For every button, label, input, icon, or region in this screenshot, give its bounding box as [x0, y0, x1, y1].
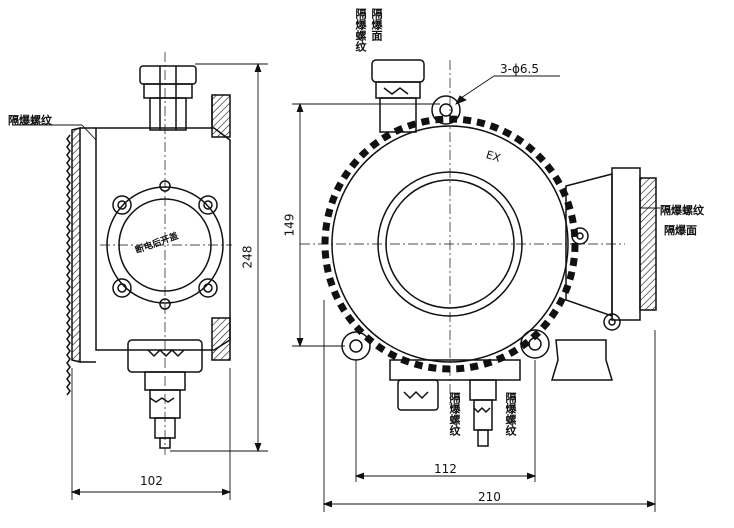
left-top-gland-body	[149, 97, 187, 131]
right-bottom-entry	[550, 339, 614, 381]
left-fin-hatch	[71, 127, 81, 363]
left-centerlines	[100, 52, 232, 455]
left-bolt-br	[198, 278, 218, 298]
top-face-label: 隔爆面	[370, 8, 383, 41]
left-bolt-tr	[198, 195, 218, 215]
right-top-gland-cap	[371, 59, 425, 83]
dim-left-height: 248	[240, 245, 255, 269]
left-dimensions	[70, 62, 268, 500]
left-thread-label: 隔爆螺纹	[8, 114, 52, 127]
right-boss-top	[431, 95, 461, 125]
left-top-gland-nut	[143, 83, 193, 99]
dim-right-height: 149	[282, 213, 297, 237]
left-top-flange-hatch	[211, 94, 231, 138]
left-serration	[66, 134, 71, 396]
right-thread-label: 隔爆螺纹	[660, 204, 704, 217]
left-top-gland-cap	[139, 65, 197, 85]
holes-callout: 3-ϕ6.5	[500, 62, 539, 76]
dim-right-inner-width: 112	[434, 462, 457, 476]
right-face-label: 隔爆面	[664, 224, 697, 237]
left-side-view	[66, 65, 231, 449]
right-side-flange	[611, 167, 641, 321]
right-bottom-gland-left	[397, 379, 439, 411]
left-bolt-tl	[112, 195, 132, 215]
right-centerlines	[300, 60, 625, 405]
bottom-thread-label-2: 隔爆螺纹	[504, 392, 517, 436]
right-dimensions	[12, 75, 660, 512]
bottom-thread-label-1: 隔爆螺纹	[448, 392, 461, 436]
right-boss-bl	[341, 331, 371, 361]
right-bottom-gland-right	[469, 379, 497, 401]
dim-right-total-width: 210	[478, 490, 501, 504]
right-front-view	[321, 59, 657, 447]
top-thread-label: 隔爆螺纹	[354, 8, 367, 52]
right-bottom-base	[389, 359, 521, 381]
right-side-thread	[639, 177, 657, 311]
dim-left-width: 102	[140, 474, 163, 488]
left-bottom-flange-hatch	[211, 317, 231, 361]
left-bolt-bl	[112, 278, 132, 298]
